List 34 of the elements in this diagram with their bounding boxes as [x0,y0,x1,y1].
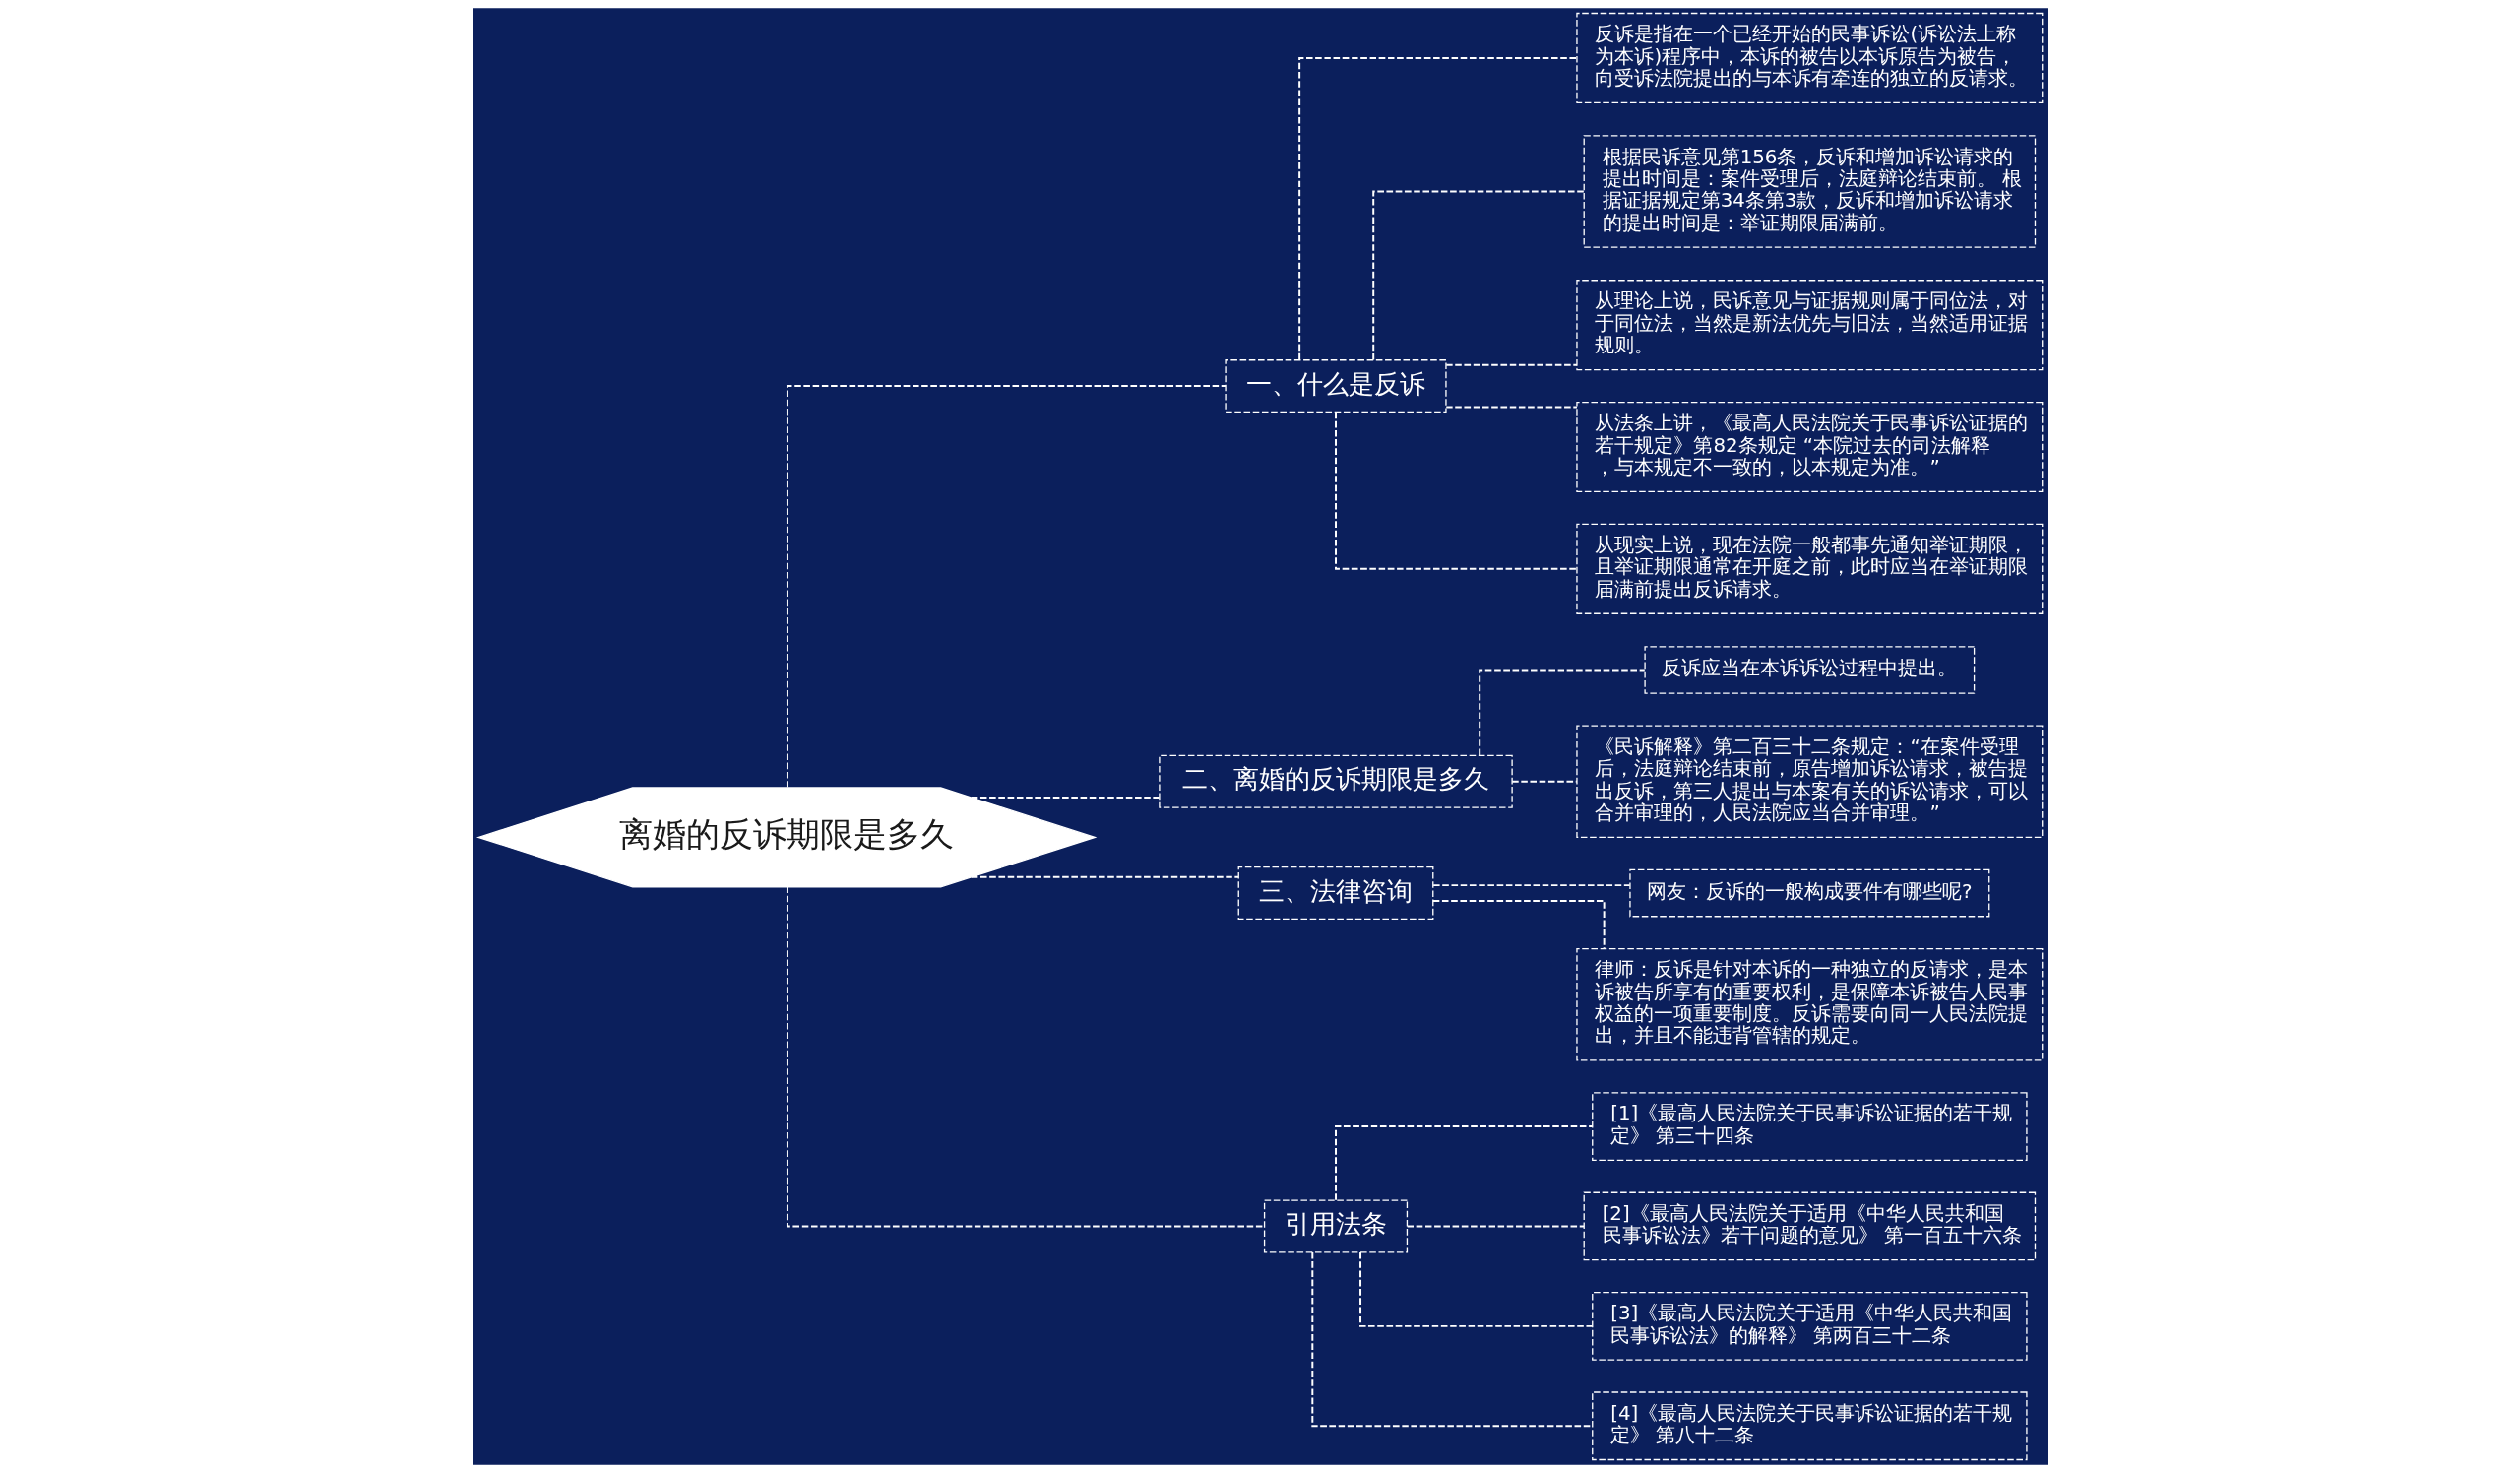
node-box: 引用法条 [1263,1199,1408,1253]
node-box: [3]《最高人民法院关于适用《中华人民共和国民事诉讼法》的解释》 第两百三十二条 [1591,1291,2028,1361]
node-box: 从法条上讲，《最高人民法院关于民事诉讼证据的若干规定》第82条规定 “本院过去的司法解释，与本规定不一致的，以本规定为准。” [1575,401,2043,493]
connector [1371,190,1585,361]
node-box: 三、法律咨询 [1237,866,1433,920]
node-box: 反诉应当在本诉诉讼过程中提出。 [1643,646,1975,694]
connector [1478,669,1646,756]
node-box: 从理论上说，民诉意见与证据规则属于同位法，对于同位法，当然是新法优先与旧法，当然适用证据规则。 [1575,280,2043,371]
node-box: 《民诉解释》第二百三十二条规定：“在案件受理后，法庭辩论结束前，原告增加诉讼请求，被告提出反诉，第三人提出与本案有关的诉讼请求，可以合并审理的，人民法院应当合并审理。” [1575,725,2043,839]
node-box: 二、离婚的反诉期限是多久 [1158,754,1513,808]
connector [1431,884,1631,887]
connector [1334,1125,1594,1201]
connector [1431,899,1606,950]
connector [970,875,1239,878]
connector [1444,406,1578,409]
connector [786,385,1227,789]
node-box: 反诉是指在一个已经开始的民事诉讼(诉讼法上称为本诉)程序中，本诉的被告以本诉原告为被告，向受诉法院提出的与本诉有牵连的独立的反请求。 [1575,12,2043,103]
connector [970,797,1160,799]
node-box: [1]《最高人民法院关于民事诉讼证据的若干规定》 第三十四条 [1591,1092,2028,1161]
connector [786,885,1265,1228]
connector [1444,363,1578,366]
node-box: 一、什么是反诉 [1224,359,1447,414]
node-box: [4]《最高人民法院关于民事诉讼证据的若干规定》 第八十二条 [1591,1391,2028,1461]
connector [1334,411,1578,570]
node-box: 从现实上说，现在法院一般都事先通知举证期限，且举证期限通常在开庭之前，此时应当在举证期限届满前提出反诉请求。 [1575,523,2043,614]
connector [1310,1251,1594,1428]
connector [1297,56,1578,361]
connector [1510,780,1578,783]
connector [1358,1251,1594,1327]
connector [1406,1225,1585,1228]
node-box: 网友：反诉的一般构成要件有哪些呢? [1628,868,1989,918]
node-box: 律师：反诉是针对本诉的一种独立的反请求，是本诉被告所享有的重要权利，是保障本诉被告人民事权益的一项重要制度。反诉需要向同一人民法院提出，并且不能违背管辖的规定。 [1575,948,2043,1061]
node-box: 根据民诉意见第156条，反诉和增加诉讼请求的提出时间是：案件受理后，法庭辩论结束前。 根据证据规定第34条第3款，反诉和增加诉讼请求的提出时间是：举证期限届满前。 [1583,135,2036,248]
node-box: [2]《最高人民法院关于适用《中华人民共和国民事诉讼法》若干问题的意见》 第一百五十六条 [1583,1191,2036,1261]
